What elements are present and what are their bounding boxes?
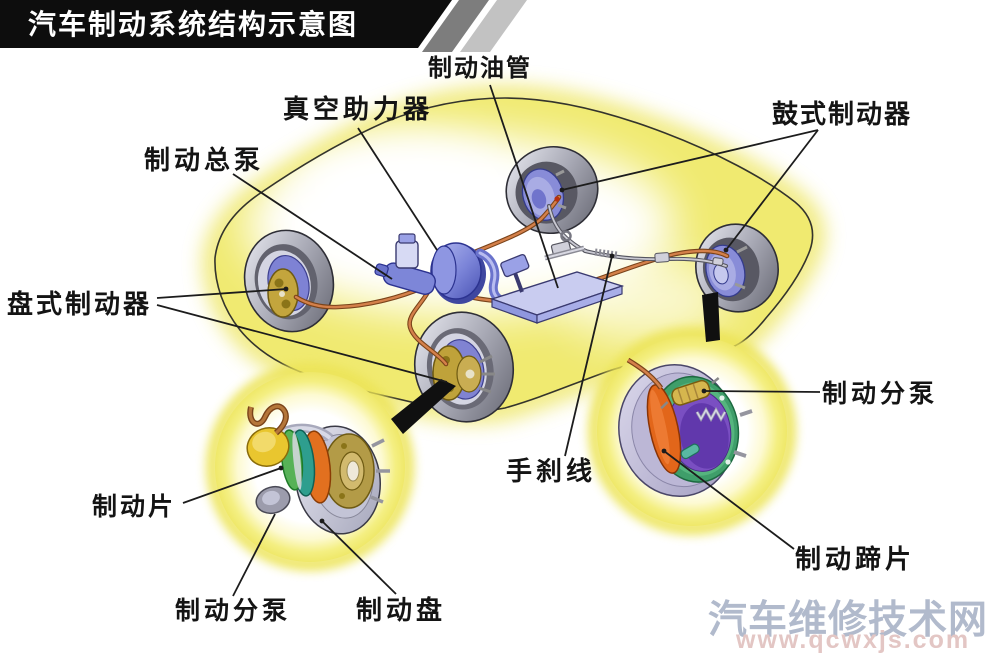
- leader-disc-brake-lower: [156, 304, 448, 383]
- brake-pedal: [500, 253, 530, 278]
- wheel-cylinder: [660, 377, 720, 410]
- pedal-assembly: [489, 240, 625, 324]
- leader-brake-pad: [182, 467, 282, 504]
- title-banner: [0, 0, 527, 52]
- leader-master-cylinder: [232, 173, 393, 280]
- wheel-rear-left: [505, 145, 599, 235]
- label-master-cylinder: 制动总泵: [144, 145, 265, 175]
- label-vacuum-booster: 真空助力器: [283, 94, 434, 124]
- page-title: 汽车制动系统结构示意图: [28, 9, 359, 40]
- leader-wheel-cylinder-front: [232, 513, 276, 597]
- leader-handbrake-cable: [564, 255, 613, 457]
- leader-brake-oil-pipe: [489, 84, 559, 289]
- leader-brake-shoe: [663, 450, 795, 550]
- handbrake-cables: [547, 204, 728, 268]
- label-brake-oil-pipe: 制动油管: [428, 55, 532, 82]
- leader-brake-disc: [321, 520, 397, 595]
- adjuster: [680, 443, 700, 460]
- label-handbrake-cable: 手刹线: [506, 456, 597, 486]
- leader-vacuum-booster: [357, 127, 438, 251]
- leader-drum-brake-left: [561, 129, 819, 191]
- callout-wedge-front: [391, 379, 456, 434]
- callout-wedge-rear: [702, 292, 720, 342]
- leader-disc-brake-upper: [156, 288, 287, 299]
- banner-stripe-light: [460, 0, 527, 52]
- label-brake-pad: 制动片: [92, 493, 177, 521]
- disc-brake-detail-circle: [206, 363, 414, 571]
- label-brake-disc: 制动盘: [356, 595, 447, 625]
- master-cylinder-assembly: [374, 233, 512, 305]
- leader-drum-brake-right: [725, 129, 819, 251]
- drum-brake-detail-circle: [588, 327, 796, 535]
- watermark-site-name: 汽车维修技术网: [708, 599, 989, 642]
- label-brake-shoe: 制动蹄片: [795, 544, 916, 574]
- fluid-reservoir: [395, 240, 419, 269]
- leader-wheel-cylinder-rear: [703, 390, 821, 393]
- banner-stripe-dark: [422, 0, 489, 52]
- label-disc-brake: 盘式制动器: [7, 289, 153, 319]
- wheel-rear-right: [695, 223, 779, 313]
- label-drum-brake: 鼓式制动器: [772, 99, 913, 129]
- label-wheel-cylinder-rear: 制动分泵: [822, 380, 939, 408]
- leader-dots: [278, 187, 729, 524]
- leader-lines: [156, 84, 821, 597]
- watermark-site-url: www.qcwxjs.com: [736, 626, 971, 654]
- wheel-studs: [370, 438, 390, 504]
- label-wheel-cylinder-front: 制动分泵: [175, 597, 292, 625]
